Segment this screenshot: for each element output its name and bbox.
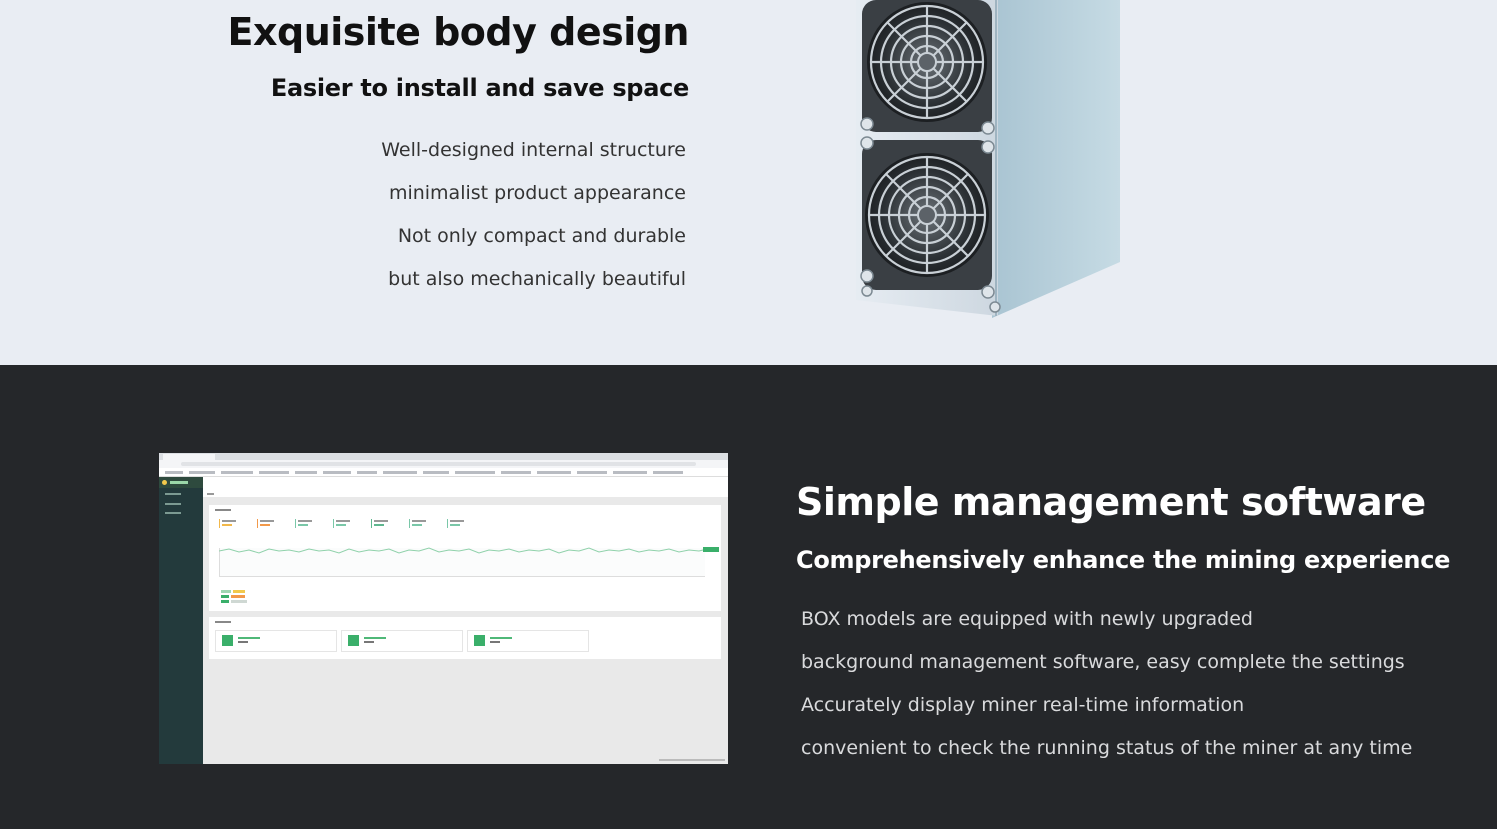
stat-item (447, 519, 469, 528)
chart-legend (221, 590, 255, 604)
bookmark-item (295, 471, 317, 474)
bookmark-item (423, 471, 449, 474)
bookmark-item (189, 471, 215, 474)
design-line: but also mechanically beautiful (388, 268, 686, 290)
app-footer (659, 759, 725, 761)
browser-tab (163, 454, 215, 460)
app-logo (159, 477, 203, 488)
bookmark-item (577, 471, 607, 474)
bookmark-item (165, 471, 183, 474)
app-sidebar (159, 477, 203, 764)
device-card (341, 630, 463, 652)
panel-header (215, 509, 231, 511)
stat-item (371, 519, 393, 528)
sidebar-item (165, 512, 181, 514)
breadcrumb (207, 493, 214, 495)
software-line: Accurately display miner real-time infor… (801, 694, 1245, 716)
design-line: Not only compact and durable (397, 225, 686, 247)
design-subtitle: Easier to install and save space (270, 74, 689, 102)
device-card (215, 630, 337, 652)
design-section: Exquisite body design Easier to install … (0, 0, 1497, 365)
software-line: background management software, easy com… (801, 651, 1405, 673)
hashrate-chart (219, 548, 705, 577)
software-title: Simple management software (796, 480, 1426, 524)
bookmark-item (613, 471, 647, 474)
design-line: minimalist product appearance (388, 182, 686, 204)
bookmark-item (537, 471, 571, 474)
stat-item (257, 519, 279, 528)
hashrate-line (219, 547, 719, 554)
bookmark-item (455, 471, 495, 474)
sidebar-item (165, 493, 181, 495)
bookmark-item (221, 471, 253, 474)
software-line: BOX models are equipped with newly upgra… (801, 608, 1253, 630)
sidebar-item (165, 503, 181, 505)
design-line: Well-designed internal structure (381, 139, 686, 161)
software-subtitle: Comprehensively enhance the mining exper… (796, 546, 1451, 574)
stat-item (409, 519, 431, 528)
software-description: BOX models are equipped with newly upgra… (801, 606, 1412, 778)
bookmark-item (501, 471, 531, 474)
browser-tabbar (159, 453, 728, 460)
software-line: convenient to check the running status o… (801, 737, 1413, 759)
bookmark-item (357, 471, 377, 474)
design-description: Well-designed internal structure minimal… (381, 137, 686, 309)
bookmark-item (323, 471, 351, 474)
bookmark-item (259, 471, 289, 474)
management-software-screenshot (159, 453, 728, 764)
stat-item (219, 519, 241, 528)
bookmark-item (653, 471, 683, 474)
stat-item (333, 519, 355, 528)
panel-header (215, 621, 231, 623)
device-card (467, 630, 589, 652)
bookmark-item (383, 471, 417, 474)
stat-item (295, 519, 317, 528)
browser-url-field (181, 462, 696, 466)
miner-product-image (856, 0, 1120, 318)
app-header (203, 477, 728, 497)
design-title: Exquisite body design (227, 10, 690, 54)
